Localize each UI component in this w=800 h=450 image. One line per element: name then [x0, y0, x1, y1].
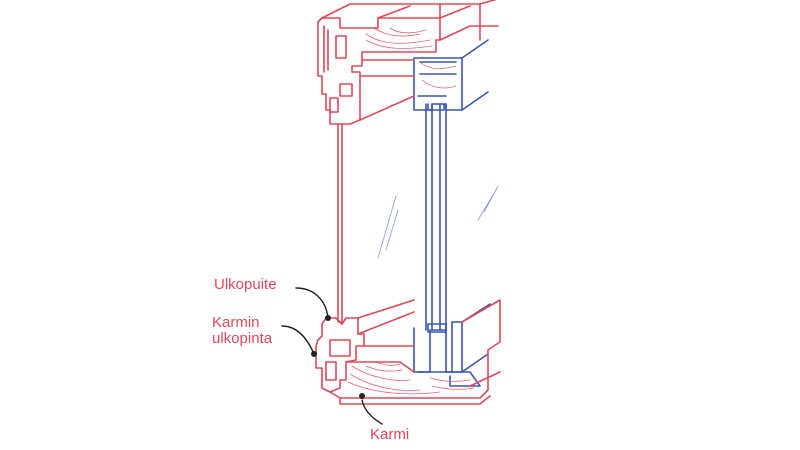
pointer-lines: [281, 287, 383, 425]
glass-reflection: [377, 185, 499, 259]
pointer-karmi: [361, 399, 383, 425]
inner-frame: [413, 39, 491, 387]
pointer-dot-ulkopuite: [325, 315, 331, 321]
label-karmin-ulkopinta-line1: Karmin: [212, 314, 260, 331]
pointer-dot-karmi: [359, 393, 365, 399]
label-karmi: Karmi: [370, 426, 410, 443]
wood-grain: [347, 27, 475, 395]
label-karmin-ulkopinta-line2: ulkopinta: [212, 330, 273, 347]
pointer-karmin-ulkopinta: [281, 325, 315, 355]
pointer-ulkopuite: [295, 287, 329, 319]
outer-frame: [315, 0, 501, 405]
label-ulkopuite: Ulkopuite: [214, 276, 277, 293]
pointer-dot-karmin-ulkopinta: [311, 351, 317, 357]
